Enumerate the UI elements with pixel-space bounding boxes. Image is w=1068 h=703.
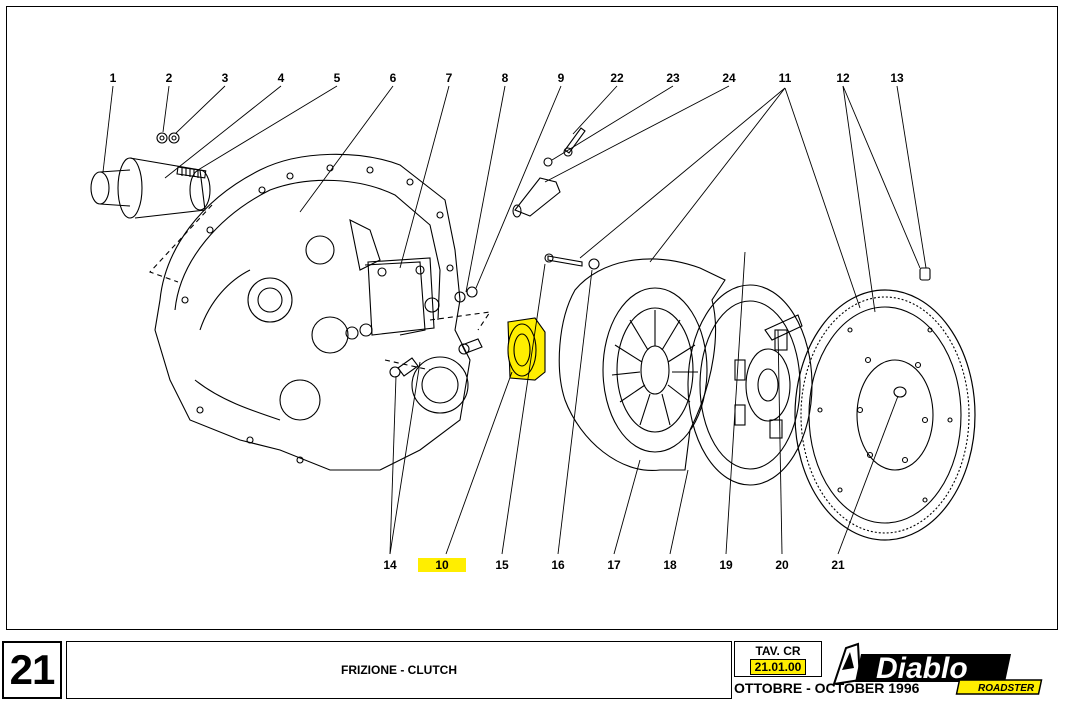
logo-subtext: ROADSTER: [978, 683, 1035, 694]
part-nuts: [156, 132, 180, 144]
leader-lines: [102, 85, 927, 555]
callout-label: 1: [110, 71, 117, 85]
callout-label: 9: [558, 71, 565, 85]
callout-label: 12: [836, 71, 850, 85]
alignment-guides: [149, 204, 492, 371]
drawing-frame: [6, 6, 1058, 630]
callout-label: 4: [278, 71, 285, 85]
callout-label: 13: [890, 71, 904, 85]
part-input-bushing: [90, 157, 211, 219]
table-reference-box: TAV. CR 21.01.00: [734, 641, 822, 677]
callouts-bottom: 14 10 15 16 17 18 19 20 21: [383, 558, 845, 572]
callout-label: 15: [495, 558, 509, 572]
callout-label: 24: [722, 71, 736, 85]
part-clutch-housing: [154, 153, 471, 471]
part-sensor: [512, 127, 586, 218]
callout-label: 11: [779, 71, 792, 85]
page-title-text: FRIZIONE - CLUTCH: [341, 663, 457, 677]
part-dowel: [919, 267, 931, 281]
callout-label: 22: [610, 71, 624, 85]
callout-label: 2: [166, 71, 173, 85]
part-pivot-studs: [389, 338, 483, 378]
part-flywheel: [794, 289, 976, 541]
callout-label: 16: [551, 558, 565, 572]
part-pressure-plate: [558, 258, 726, 471]
logo-wordmark: Diablo: [876, 652, 968, 685]
page-title: FRIZIONE - CLUTCH: [66, 641, 732, 699]
brand-logo: Diablo ROADSTER: [832, 642, 1043, 695]
callout-label: 19: [719, 558, 733, 572]
callout-label: 7: [446, 71, 453, 85]
callout-label: 23: [666, 71, 680, 85]
callout-label: 21: [831, 558, 845, 572]
callout-highlight: [418, 558, 466, 572]
callout-label: 20: [775, 558, 789, 572]
part-bolt-washer: [544, 253, 600, 270]
callout-label: 6: [390, 71, 397, 85]
part-stud: [176, 166, 207, 179]
table-reference-code: 21.01.00: [749, 659, 807, 675]
callout-label: 3: [222, 71, 229, 85]
publication-date: OTTOBRE - OCTOBER 1996: [734, 680, 920, 696]
part-small-nuts: [345, 286, 478, 340]
part-release-bearing: [507, 317, 546, 381]
callout-label: 17: [607, 558, 621, 572]
callout-label: 5: [334, 71, 341, 85]
callout-label: 14: [383, 558, 397, 572]
part-release-fork: [367, 257, 440, 336]
callout-label-highlighted: 10: [435, 558, 449, 572]
callout-label: 8: [502, 71, 509, 85]
page-number: 21: [2, 641, 62, 699]
callouts-top: 1 2 3 4 5 6 7 8 9 22 23 24 11 12 13: [110, 71, 904, 85]
table-reference-label: TAV. CR: [755, 644, 801, 658]
callout-label: 18: [663, 558, 677, 572]
